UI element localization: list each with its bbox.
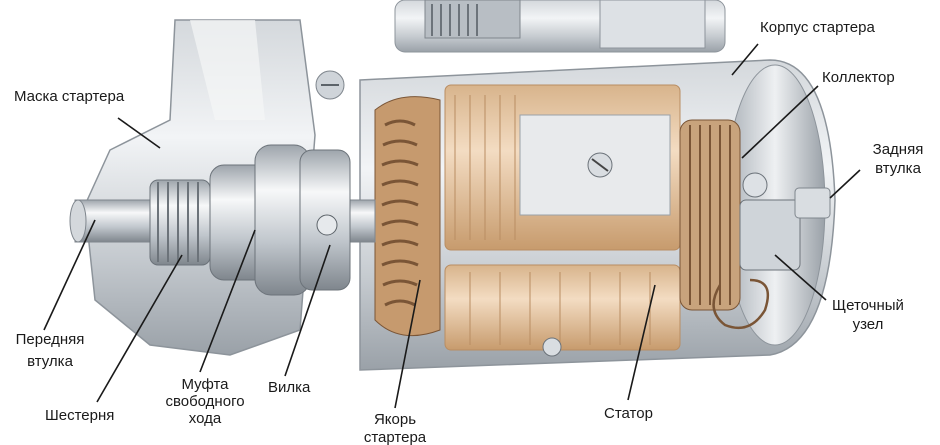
fork <box>299 149 351 291</box>
label-brush-line1: Щеточный <box>832 297 904 314</box>
label-clutch-line3: хода <box>188 410 222 427</box>
label-clutch-line1: Муфта <box>181 376 229 393</box>
brush-assembly <box>712 172 831 330</box>
label-rear-bushing-line1: Задняя <box>872 141 924 158</box>
label-clutch-line2: свободного <box>165 393 245 410</box>
label-armature-line2: стартера <box>363 429 427 445</box>
leader-lines <box>43 43 861 409</box>
gear <box>149 179 211 266</box>
label-collector: Коллектор <box>822 69 895 86</box>
collector <box>679 119 741 311</box>
label-clutch: Муфта свободного хода <box>150 376 260 427</box>
label-mask: Маска стартера <box>14 88 125 105</box>
label-gear: Шестерня <box>45 407 115 424</box>
label-armature-line1: Якорь <box>373 411 417 428</box>
label-stator: Статор <box>604 405 653 422</box>
label-front-bushing-line2: втулка <box>27 353 73 370</box>
label-rear-bushing-line2: втулка <box>875 160 921 177</box>
solenoid <box>394 0 726 53</box>
label-front-bushing: Передняя втулка <box>10 329 90 373</box>
label-rear-bushing: Задняя втулка <box>858 140 938 178</box>
label-fork: Вилка <box>268 379 311 396</box>
label-armature: Якорь стартера <box>350 411 440 445</box>
label-brush-assembly: Щеточный узел <box>822 296 914 334</box>
clutch <box>209 144 311 296</box>
label-brush-line2: узел <box>852 316 884 333</box>
armature-windings <box>374 84 681 357</box>
label-front-bushing-line1: Передняя <box>15 331 85 348</box>
label-housing: Корпус стартера <box>760 19 875 36</box>
